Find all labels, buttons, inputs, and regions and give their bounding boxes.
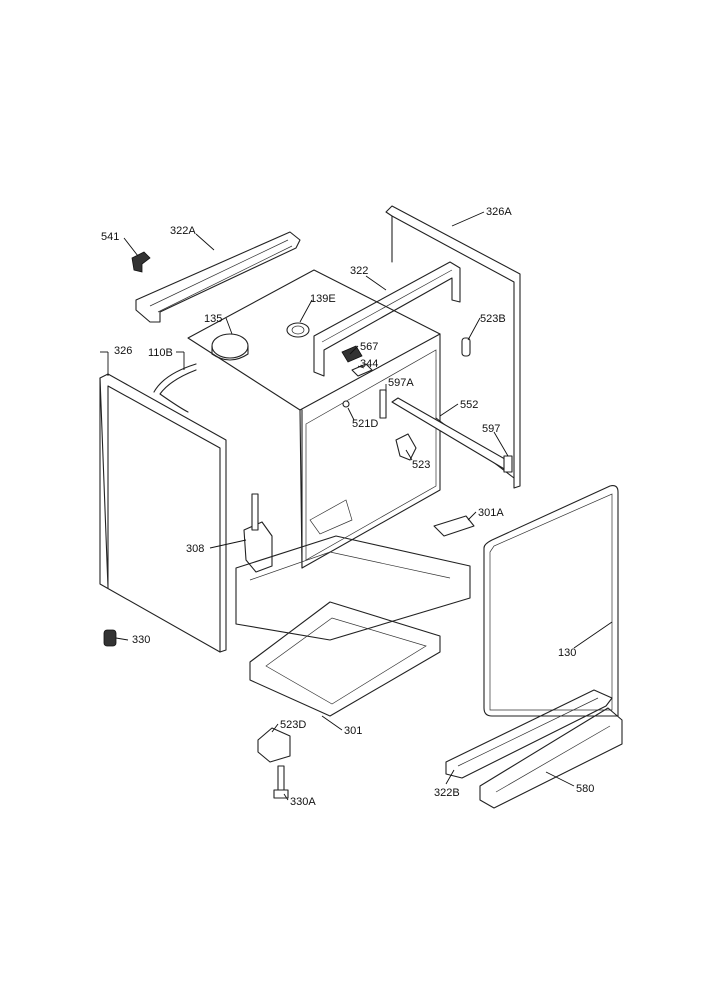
label-301: 301 — [344, 725, 362, 737]
label-308: 308 — [186, 543, 204, 555]
label-567: 567 — [360, 341, 378, 353]
label-322B: 322B — [434, 787, 460, 799]
part-344 — [351, 363, 373, 377]
part-330-foot — [103, 629, 117, 647]
label-552: 552 — [460, 399, 478, 411]
part-322-top-bracket — [313, 261, 461, 377]
part-110B-hose — [153, 363, 197, 413]
part-580-toe-kick — [479, 707, 623, 809]
part-597A — [379, 389, 387, 419]
part-330A-leg — [273, 765, 289, 799]
part-135-dispenser — [211, 333, 249, 361]
label-541: 541 — [101, 231, 119, 243]
leader-lines — [100, 211, 613, 801]
label-135: 135 — [204, 313, 222, 325]
label-523: 523 — [412, 459, 430, 471]
label-326: 326 — [114, 345, 132, 357]
part-597 — [503, 455, 513, 473]
part-326-left-panel — [99, 373, 227, 653]
label-130: 130 — [558, 647, 576, 659]
label-330: 330 — [132, 634, 150, 646]
part-301A — [433, 515, 475, 537]
part-521D — [342, 400, 350, 408]
part-523B — [461, 337, 471, 357]
label-597: 597 — [482, 423, 500, 435]
part-labels: 541 322A 326A 322 139E 523B 135 567 326 … — [101, 206, 594, 808]
label-521D: 521D — [352, 418, 378, 430]
label-523D: 523D — [280, 719, 306, 731]
label-523B: 523B — [480, 313, 506, 325]
part-301-base-tray — [249, 601, 441, 717]
label-322: 322 — [350, 265, 368, 277]
part-322B-rail — [445, 689, 613, 779]
label-110B: 110B — [148, 347, 173, 359]
label-597A: 597A — [388, 377, 414, 389]
part-523-bracket — [395, 433, 417, 461]
base-frame — [235, 535, 471, 641]
label-139E: 139E — [310, 293, 336, 305]
label-344: 344 — [360, 358, 378, 370]
part-130-door-gasket — [483, 485, 619, 717]
part-308-hinge — [243, 493, 273, 573]
part-523D-bracket — [257, 727, 291, 763]
label-301A: 301A — [478, 507, 504, 519]
label-580: 580 — [576, 783, 594, 795]
part-322A-top-trim — [135, 231, 301, 323]
label-322A: 322A — [170, 225, 196, 237]
label-330A: 330A — [290, 796, 316, 808]
part-541-clip — [131, 251, 151, 273]
part-567 — [341, 345, 363, 363]
tub-assembly — [187, 269, 441, 569]
label-326A: 326A — [486, 206, 512, 218]
part-139E-vent — [286, 322, 310, 338]
